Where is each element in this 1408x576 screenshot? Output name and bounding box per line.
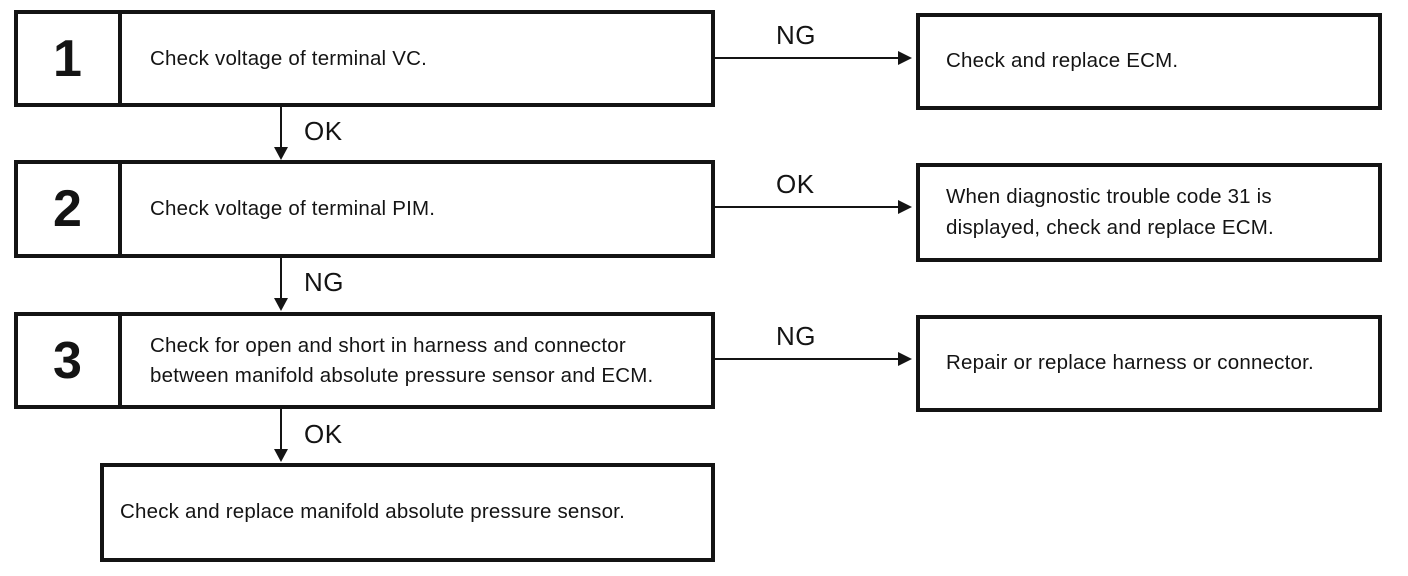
step-3-number: 3 xyxy=(18,316,122,405)
down-arrow-3-head xyxy=(274,449,288,462)
down-label-2: NG xyxy=(304,267,344,297)
step-3-box: 3 Check for open and short in harness an… xyxy=(14,312,715,409)
step-1-text: Check voltage of terminal VC. xyxy=(150,46,427,70)
step-3-text: Check for open and short in harness and … xyxy=(150,333,654,387)
step-2-number: 2 xyxy=(18,164,122,254)
branch-arrow-2-head xyxy=(898,200,912,214)
down-arrow-2-head xyxy=(274,298,288,311)
down-label-1: OK xyxy=(304,116,343,146)
result-3-box: Repair or replace harness or connector. xyxy=(916,315,1382,412)
result-3-text: Repair or replace harness or connector. xyxy=(946,351,1314,375)
step-1-number: 1 xyxy=(18,14,122,103)
branch-label-3: NG xyxy=(776,321,816,351)
down-label-3: OK xyxy=(304,419,343,449)
result-1-box: Check and replace ECM. xyxy=(916,13,1382,110)
down-arrow-2-line xyxy=(280,258,282,300)
branch-arrow-3-head xyxy=(898,352,912,366)
down-arrow-3-line xyxy=(280,409,282,451)
result-1-text: Check and replace ECM. xyxy=(946,49,1179,73)
branch-arrow-1-line xyxy=(715,57,899,59)
step-2-text: Check voltage of terminal PIM. xyxy=(150,197,436,221)
step-1-box: 1 Check voltage of terminal VC. xyxy=(14,10,715,107)
branch-arrow-3-line xyxy=(715,358,899,360)
branch-arrow-1-head xyxy=(898,51,912,65)
final-step-text: Check and replace manifold absolute pres… xyxy=(120,500,625,524)
result-2-text: When diagnostic trouble code 31 is displ… xyxy=(946,184,1274,239)
final-step-box: Check and replace manifold absolute pres… xyxy=(100,463,715,562)
down-arrow-1-head xyxy=(274,147,288,160)
step-2-box: 2 Check voltage of terminal PIM. xyxy=(14,160,715,258)
branch-label-1: NG xyxy=(776,20,816,50)
result-2-box: When diagnostic trouble code 31 is displ… xyxy=(916,163,1382,262)
branch-arrow-2-line xyxy=(715,206,899,208)
down-arrow-1-line xyxy=(280,107,282,149)
branch-label-2: OK xyxy=(776,169,815,199)
